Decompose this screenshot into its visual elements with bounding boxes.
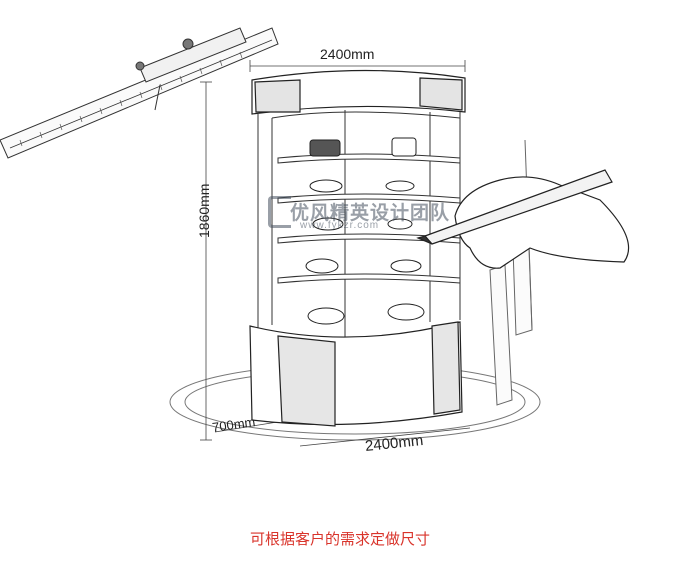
display-cabinet-sketch <box>0 27 630 447</box>
ruler-top-left <box>0 27 279 159</box>
cabinet-base <box>249 321 463 427</box>
watermark-brand: 优风精英设计团队 <box>290 203 451 224</box>
height-label: 1860mm <box>196 183 212 238</box>
hand-with-pencil <box>416 169 630 269</box>
cakes <box>305 137 425 325</box>
watermark-url: www.fykzr.com <box>300 220 380 231</box>
caption: 可根据客户的需求定做尺寸 <box>249 530 430 548</box>
cabinet-top-cap <box>251 69 466 115</box>
watermark-logo-icon <box>268 196 291 228</box>
top-width-dimension-line <box>249 60 466 72</box>
ruler-ticks <box>19 51 243 147</box>
height-dimension-line <box>200 81 212 441</box>
top-width-label: 2400mm <box>320 46 375 62</box>
